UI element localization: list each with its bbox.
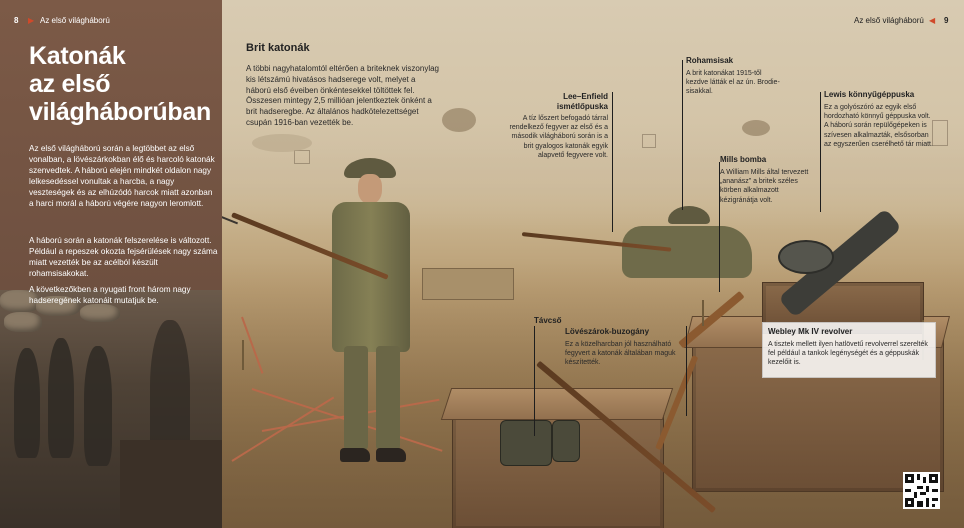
lewis-gun-magazine — [778, 240, 834, 274]
soldier-face — [358, 174, 382, 204]
qr-code[interactable] — [903, 472, 940, 509]
label-rohamsisak-text: A brit katonákat 1915-től kezdve látták … — [686, 70, 780, 96]
leader-line — [820, 92, 821, 212]
leader-line — [534, 326, 535, 436]
watchtower — [642, 134, 656, 148]
intro-paragraph: A háború során a katonák felszerelése is… — [29, 236, 218, 278]
tree — [442, 108, 476, 132]
page-number-left: 8 — [14, 16, 19, 25]
prone-soldier-helmet — [668, 206, 710, 224]
grass — [702, 300, 704, 326]
label-lewis-title: Lewis könnyűgéppuska — [824, 90, 915, 99]
label-mills-title: Mills bomba — [720, 155, 767, 164]
label-lewis-text: Ez a golyószóró az egyik első hordozható… — [824, 104, 933, 148]
soldier-tunic — [332, 202, 410, 352]
label-webley-text: A tisztek mellett ilyen hatlövetű revolv… — [768, 341, 928, 367]
sandbag — [0, 290, 40, 312]
trench-boards — [120, 440, 222, 528]
trench-soldier — [48, 338, 74, 458]
revolver-label-box — [762, 322, 936, 378]
label-buzogany-title: Lövészárok-buzogány — [565, 327, 650, 336]
label-tavcso-title: Távcső — [534, 316, 562, 325]
brodie-helmet — [344, 158, 396, 178]
binoculars — [552, 420, 580, 462]
watchtower — [932, 120, 948, 146]
soldier-boot — [376, 448, 406, 462]
page-number-right: 9 — [944, 16, 949, 25]
label-webley-title: Webley Mk IV revolver — [768, 327, 853, 336]
section-text: A többi nagyhatalomtól eltérően a britek… — [246, 64, 440, 127]
running-title-left: Az első világháború — [40, 16, 110, 25]
label-mills-text: A William Mills által tervezett „ananász… — [720, 169, 809, 204]
intro-paragraph: A következőkben a nyugati front három na… — [29, 285, 191, 305]
leader-line — [682, 60, 683, 210]
trench-illustration — [0, 290, 222, 528]
title-line: világháborúban — [29, 98, 211, 126]
label-buzogany-text: Ez a közelharcban jól használható fegyve… — [565, 341, 676, 367]
grass — [242, 340, 244, 370]
title-line: Katonák — [29, 42, 126, 70]
soldier-leg — [376, 346, 400, 450]
background-crate — [422, 268, 514, 300]
sandbag — [80, 304, 120, 322]
soldier-boot — [340, 448, 370, 462]
soldier-leg — [344, 346, 368, 450]
label-lee-enfield-text: A tíz lőszert befogadó tárral rendelkező… — [509, 115, 608, 159]
sandbag — [36, 296, 80, 316]
page-title: Katonák az első világháborúban — [29, 42, 219, 126]
watchtower — [294, 150, 310, 164]
label-lee-enfield-title: Lee–Enfield ismétlőpuska — [556, 92, 608, 111]
label-rohamsisak-title: Rohamsisak — [686, 56, 734, 65]
leader-line — [612, 92, 613, 232]
qr-code-icon — [905, 474, 938, 507]
sandbag — [4, 312, 42, 332]
trench-soldier — [14, 348, 40, 458]
triangle-right-icon: ▶ — [28, 16, 35, 25]
prone-soldier — [622, 226, 752, 278]
leader-line — [719, 162, 720, 292]
running-title-right: Az első világháború — [854, 16, 924, 25]
triangle-left-icon: ◀ — [929, 16, 936, 25]
title-line: az első — [29, 70, 111, 98]
battlefield-illustration — [222, 0, 964, 528]
section-heading: Brit katonák — [246, 42, 310, 54]
ammo-crate-top — [440, 388, 674, 420]
tree — [742, 120, 770, 136]
trench-soldier — [84, 346, 112, 466]
binoculars — [500, 420, 552, 466]
leader-line — [686, 326, 687, 416]
standing-soldier — [290, 150, 440, 490]
left-page-panel — [0, 0, 222, 528]
intro-paragraph: Az első világháború során a legtöbbet az… — [29, 144, 215, 208]
tent — [252, 134, 312, 152]
